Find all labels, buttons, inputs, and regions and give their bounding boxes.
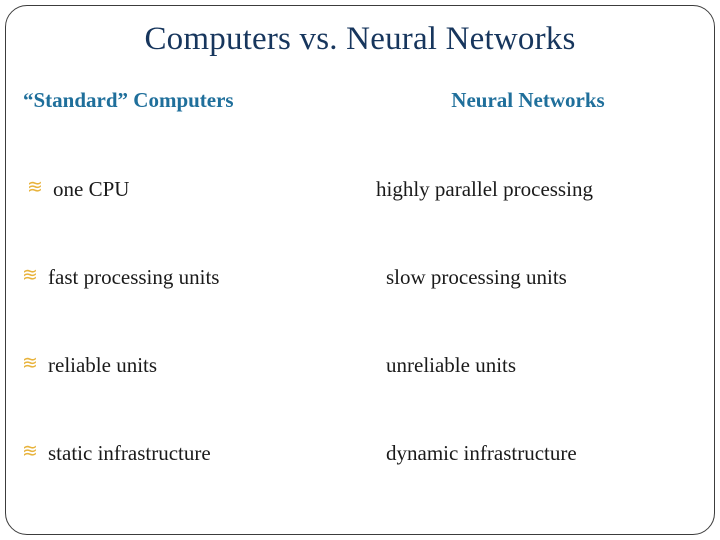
list-item-label: static infrastructure bbox=[48, 441, 211, 465]
list-item: ≋ one CPU bbox=[27, 176, 363, 201]
bullet-list-left: ≋ one CPU ≋ fast processing units ≋ reliabl… bbox=[18, 113, 354, 464]
list-item-label: unreliable units bbox=[386, 353, 517, 377]
list-item: slow processing units bbox=[386, 267, 720, 288]
list-item-label: fast processing units bbox=[48, 265, 220, 289]
list-item: ≋ static infrastructure bbox=[22, 440, 358, 465]
bullet-glyph-icon: ≋ bbox=[27, 176, 43, 198]
list-item-label: highly parallel processing bbox=[376, 177, 593, 201]
column-heading-right: Neural Networks bbox=[451, 88, 605, 112]
list-item: highly parallel processing bbox=[376, 179, 712, 200]
page-title: Computers vs. Neural Networks bbox=[144, 21, 576, 57]
bullet-glyph-icon: ≋ bbox=[22, 352, 38, 374]
list-item: unreliable units bbox=[386, 355, 720, 376]
list-item-label: reliable units bbox=[48, 353, 158, 377]
list-item-label: slow processing units bbox=[386, 265, 567, 289]
list-item: ≋ reliable units bbox=[22, 352, 358, 377]
bullet-glyph-icon: ≋ bbox=[22, 440, 38, 462]
column-neural-networks: Neural Networks highly parallel processi… bbox=[360, 88, 696, 464]
comparison-columns: “Standard” Computers ≋ one CPU ≋ fast proc… bbox=[0, 88, 720, 464]
bullet-list-right: highly parallel processing slow processi… bbox=[360, 113, 696, 464]
list-item-label: dynamic infrastructure bbox=[386, 441, 577, 465]
bullet-glyph-icon: ≋ bbox=[22, 264, 38, 286]
list-item-label: one CPU bbox=[53, 177, 130, 201]
column-heading-left: “Standard” Computers bbox=[23, 88, 234, 112]
list-item: ≋ fast processing units bbox=[22, 264, 358, 289]
list-item: dynamic infrastructure bbox=[386, 443, 720, 464]
column-standard-computers: “Standard” Computers ≋ one CPU ≋ fast proc… bbox=[18, 88, 354, 464]
